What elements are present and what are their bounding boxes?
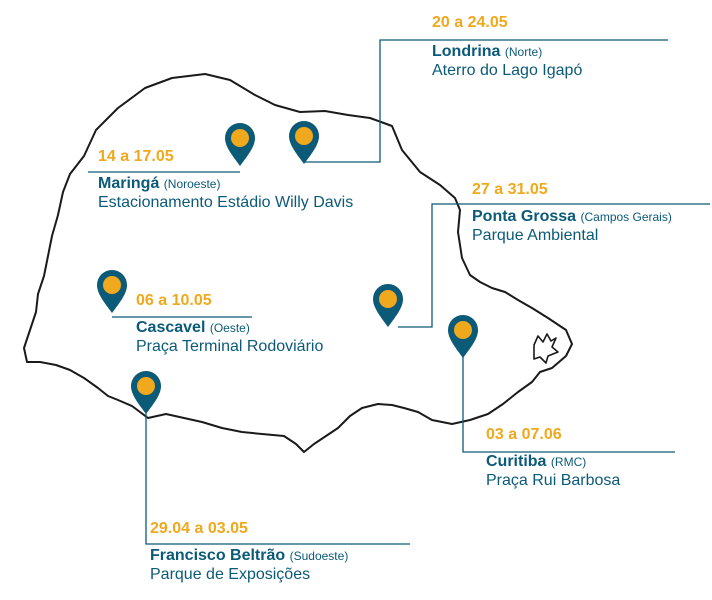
event-region: (Oeste) (209, 320, 250, 335)
cascavel-pin-icon[interactable] (97, 270, 127, 313)
event-city: Londrina (432, 42, 501, 60)
londrina-pin-icon[interactable] (289, 121, 319, 164)
event-date: 20 a 24.05 (432, 14, 508, 31)
londrina-label: 20 a 24.05 Londrina (Norte) Aterro do La… (432, 14, 582, 81)
event-region: (Campos Gerais) (580, 209, 672, 224)
event-place: Praça Terminal Rodoviário (136, 337, 324, 355)
state-outline (23, 73, 573, 453)
event-date: 14 a 17.05 (98, 148, 174, 165)
event-region: (Noroeste) (163, 176, 221, 191)
event-city: Curitiba (486, 452, 547, 470)
ponta-grossa-callout-line (398, 203, 710, 328)
francisco-beltrao-label: 29.04 a 03.05 Francisco Beltrão (Sudoest… (150, 520, 348, 585)
francisco-beltrao-pin-icon[interactable] (131, 371, 161, 414)
francisco-beltrao-callout-line (145, 412, 410, 545)
event-date: 29.04 a 03.05 (150, 520, 248, 537)
event-place: Estacionamento Estádio Willy Davis (98, 193, 354, 211)
event-city: Cascavel (136, 318, 206, 336)
event-city: Maringá (98, 174, 160, 192)
event-region: (Norte) (504, 44, 543, 59)
ponta-grossa-label: 27 a 31.05 Ponta Grossa (Campos Gerais) … (472, 181, 672, 246)
londrina-callout-line (304, 39, 668, 163)
event-place: Aterro do Lago Igapó (432, 61, 583, 79)
event-date: 27 a 31.05 (472, 181, 548, 198)
event-city: Ponta Grossa (472, 207, 577, 225)
event-city: Francisco Beltrão (150, 546, 286, 564)
event-place: Parque Ambiental (472, 226, 599, 244)
ponta-grossa-pin-icon[interactable] (373, 284, 403, 327)
maringa-label: 14 a 17.05 Maringá (Noroeste) Estacionam… (98, 148, 353, 213)
event-date: 03 a 07.06 (486, 426, 562, 443)
event-region: (Sudoeste) (289, 548, 349, 563)
coast-detail (533, 333, 559, 364)
event-place: Praça Rui Barbosa (486, 471, 621, 489)
event-date: 06 a 10.05 (136, 292, 212, 309)
curitiba-pin-icon[interactable] (448, 315, 478, 358)
curitiba-label: 03 a 07.06 Curitiba (RMC) Praça Rui Barb… (486, 426, 620, 491)
curitiba-callout-line (462, 350, 675, 453)
event-place: Parque de Exposições (150, 565, 311, 583)
event-region: (RMC) (550, 454, 587, 469)
cascavel-label: 06 a 10.05 Cascavel (Oeste) Praça Termin… (136, 292, 323, 357)
maringa-pin-icon[interactable] (225, 123, 255, 166)
